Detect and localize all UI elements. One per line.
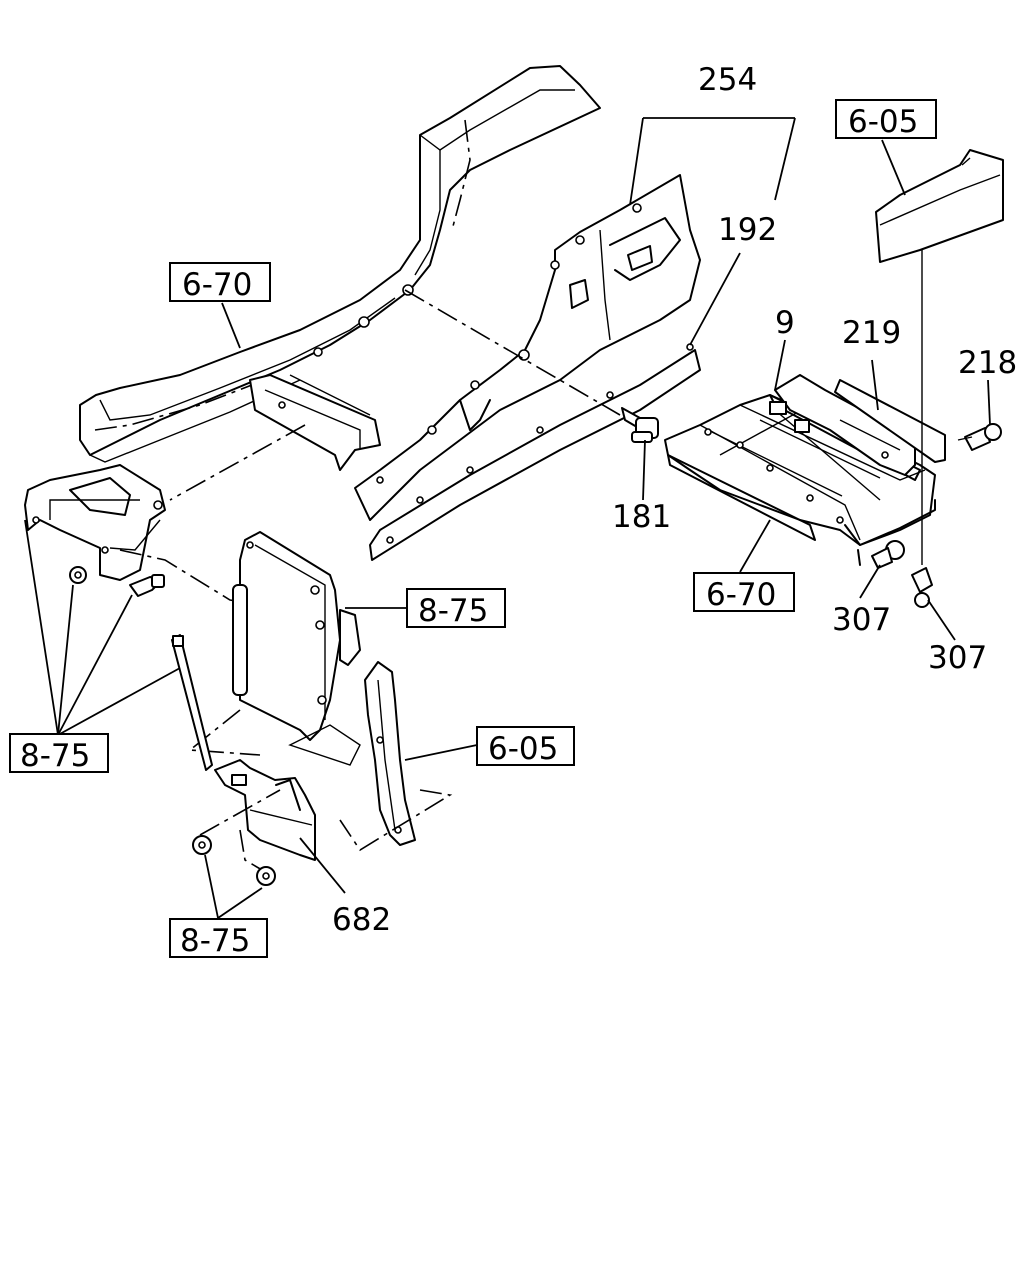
centerline-radiator [187,709,261,756]
label-219: 219 [842,315,901,351]
stay-rod [171,634,213,771]
step-plate [664,374,936,566]
label-307-left: 307 [832,602,891,638]
ref-670-left-text: 6-70 [182,267,252,303]
clip-218 [957,423,1002,451]
nut-flap-upper [192,835,212,855]
ref-box-670-left: 6-70 [169,262,271,303]
radiator-frame [232,531,361,741]
label-192: 192 [718,212,777,248]
frame-rail [79,65,601,471]
ref-605-mid-text: 6-05 [488,731,558,767]
label-254: 254 [698,62,757,98]
label-218: 218 [958,345,1017,381]
ref-670-right-text: 6-70 [706,577,776,613]
label-181: 181 [612,499,671,535]
ref-box-605-mid: 6-05 [476,726,575,767]
bolt-mount [129,574,165,597]
centerline-crossmember-to-mount [169,424,306,501]
centerline-frame-to-bracket [404,289,621,416]
strip-219 [834,379,946,463]
ref-box-875-bottom: 8-75 [169,918,268,959]
ref-box-875-mid: 8-75 [406,588,506,629]
label-682: 682 [332,902,391,938]
bolt-181 [621,407,659,443]
brace [364,661,416,846]
ref-875-mid-text: 8-75 [418,593,488,629]
nut-flap-lower [256,866,276,886]
label-307-right: 307 [928,640,987,676]
centerline-brace [339,789,453,852]
label-9: 9 [775,305,795,341]
clip-307-left [871,540,905,569]
ref-box-875-left: 8-75 [9,733,109,774]
ref-605-top-text: 6-05 [848,104,918,140]
ref-box-605-top: 6-05 [835,99,937,140]
ref-875-bottom-text: 8-75 [180,923,250,959]
clip-307-right [911,567,933,608]
leader-lines [24,117,991,919]
trim-panel [875,149,1004,263]
mud-flap-682 [214,759,316,861]
ref-box-670-right: 6-70 [693,572,795,613]
centerline-flap [199,789,281,836]
ref-875-left-text: 8-75 [20,738,90,774]
mount-plate-outline [288,724,361,766]
side-step-bracket [354,174,701,561]
nut-mount-upper [69,566,87,584]
mount-bracket [24,464,166,581]
centerline-nut [239,829,263,871]
